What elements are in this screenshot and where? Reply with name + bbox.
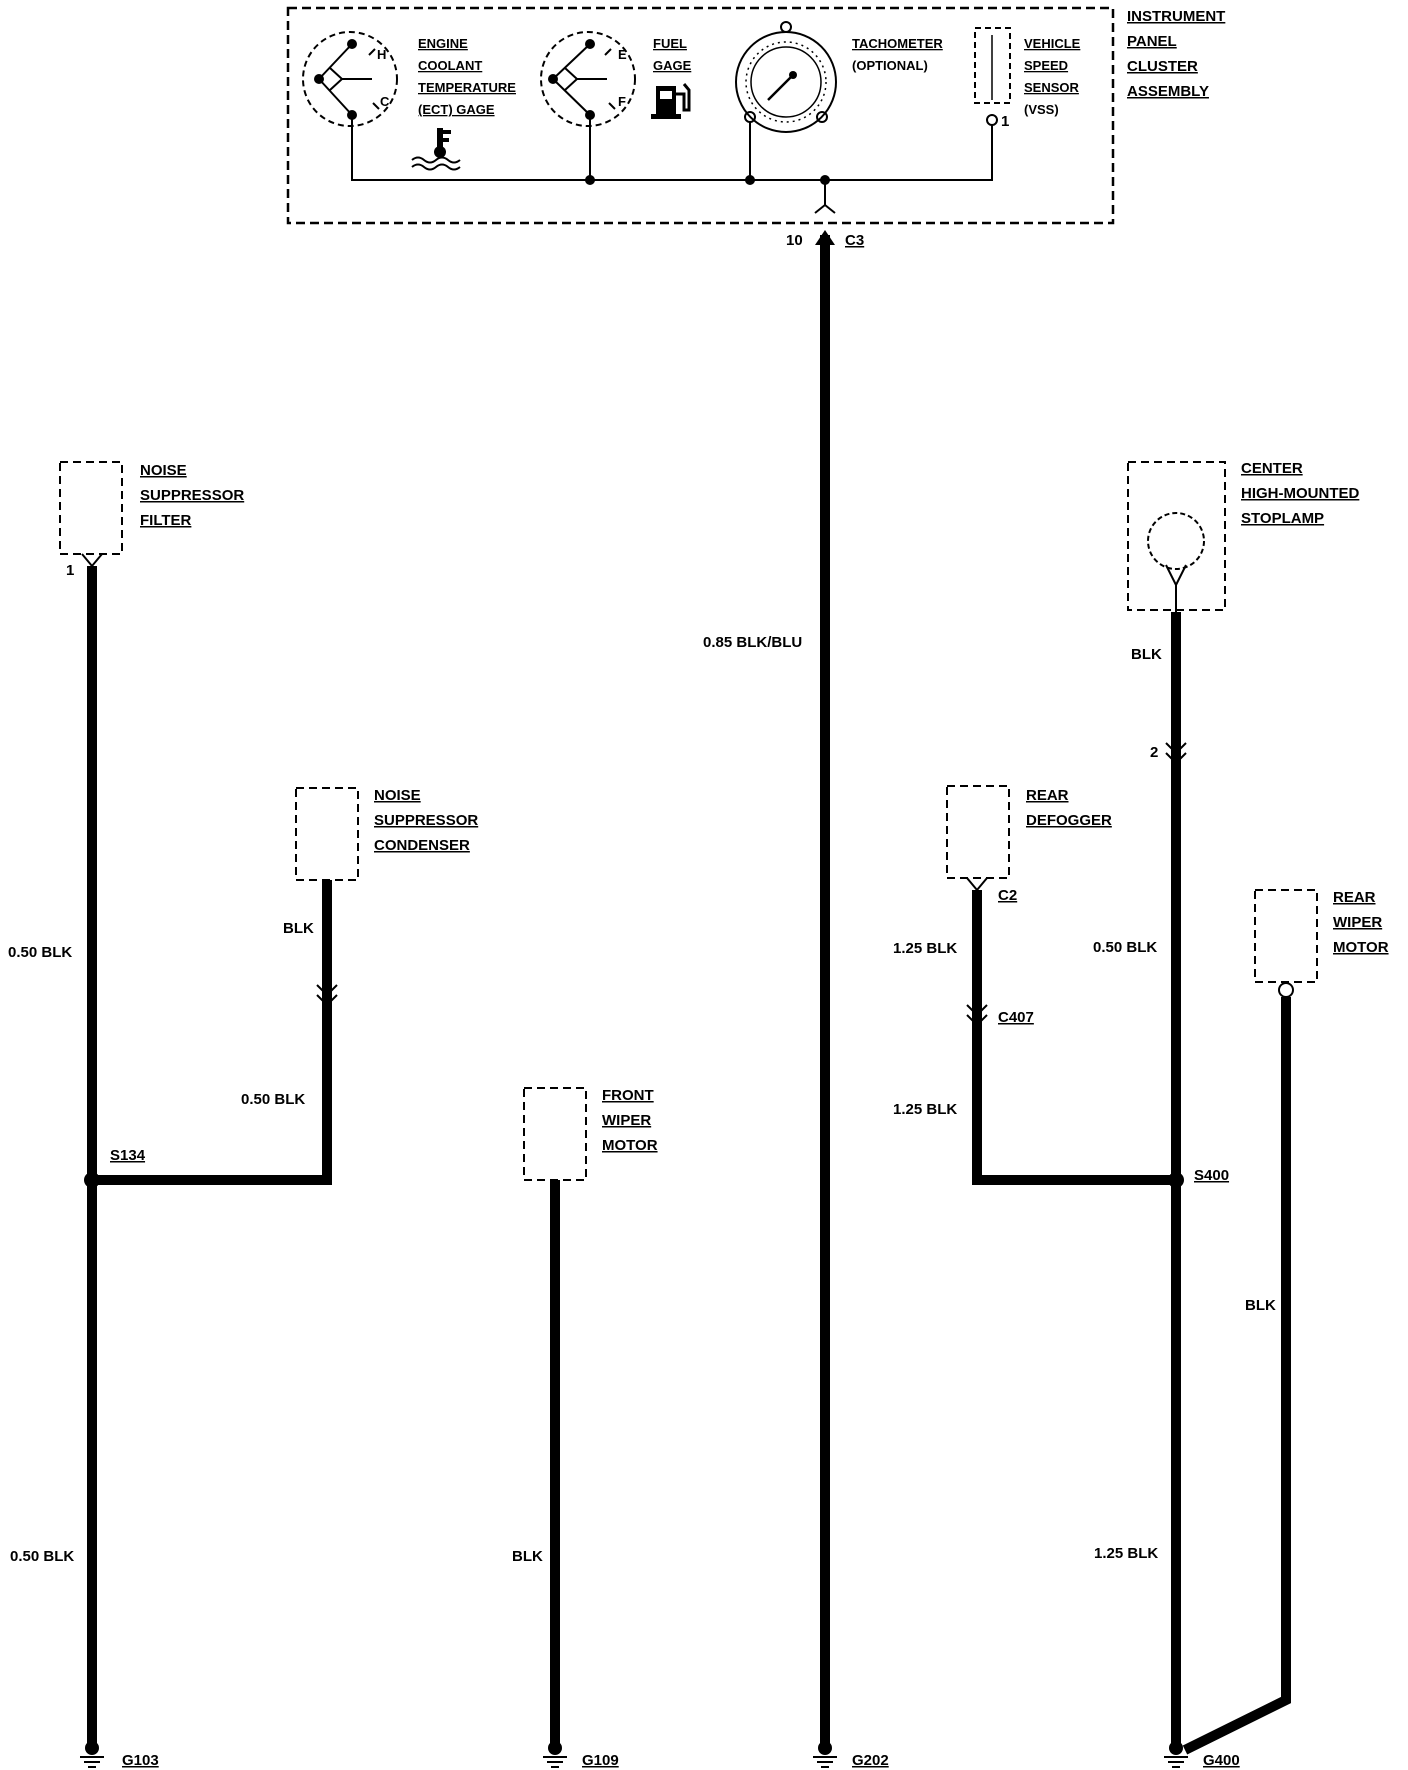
g103-label: G103 (122, 1752, 159, 1769)
chmsl-label-3: STOPLAMP (1241, 510, 1324, 527)
internal-ground-bus (351, 115, 993, 181)
front-wiper-label-1: FRONT (602, 1087, 654, 1104)
noise-condenser-box (295, 787, 359, 881)
ect-gage-icon: H C (302, 31, 398, 127)
rear-wiper-ground-wire (1182, 997, 1291, 1755)
fuel-full-mark: F (618, 94, 626, 109)
s400-splice (1168, 1172, 1184, 1188)
filter-wire-lower-label: 0.50 BLK (10, 1548, 74, 1565)
vss-label-3: SENSOR (1024, 80, 1080, 95)
noise-filter-label-3: FILTER (140, 512, 192, 529)
c3-connector-label: C3 (845, 232, 864, 249)
g400-label: G400 (1203, 1752, 1240, 1769)
noise-condenser-label-1: NOISE (374, 787, 421, 804)
condenser-inline-connector-icon (316, 984, 338, 1007)
noise-filter-box (59, 461, 123, 555)
condenser-wire-upper-label: BLK (283, 920, 314, 937)
front-wiper-wire-label: BLK (512, 1548, 543, 1565)
ect-label-4: (ECT) GAGE (418, 102, 495, 117)
defogger-wire-lower-label: 1.25 BLK (893, 1101, 957, 1118)
fuel-label-2: GAGE (653, 58, 692, 73)
s400-label: S400 (1194, 1167, 1229, 1184)
c2-connector-icon (966, 877, 988, 892)
filter-pin: 1 (66, 562, 74, 579)
rear-wiper-wire-label: BLK (1245, 1297, 1276, 1314)
front-wiper-box (523, 1087, 587, 1181)
defogger-ground-wire (972, 890, 1176, 1185)
rear-wiper-label-2: WIPER (1333, 914, 1382, 931)
s400-g400-wire-label: 1.25 BLK (1094, 1545, 1158, 1562)
ect-cold-mark: C (380, 94, 390, 109)
ect-label-1: ENGINE (418, 36, 468, 51)
vss-icon (974, 27, 1011, 126)
c2-label: C2 (998, 887, 1017, 904)
ipc-label-2: PANEL (1127, 33, 1177, 50)
instrument-panel-cluster: INSTRUMENT PANEL CLUSTER ASSEMBLY H C EN… (286, 6, 1225, 225)
tach-label-1: TACHOMETER (852, 36, 943, 51)
rear-wiper-label-3: MOTOR (1333, 939, 1389, 956)
chmsl-label-2: HIGH-MOUNTED (1241, 485, 1359, 502)
c407-connector-icon (966, 1004, 988, 1027)
chmsl-connector-icon (1165, 742, 1187, 765)
ect-hot-mark: H (377, 47, 386, 62)
c3-connector-icon (814, 180, 836, 214)
tach-label-2: (OPTIONAL) (852, 58, 928, 73)
g109-label: G109 (582, 1752, 619, 1769)
chmsl-label-1: CENTER (1241, 460, 1303, 477)
g202-ground-icon (813, 1741, 837, 1768)
g202-label: G202 (852, 1752, 889, 1769)
fuel-pump-icon (651, 83, 691, 119)
chmsl-pin: 2 (1150, 744, 1158, 761)
main-wire-label: 0.85 BLK/BLU (703, 634, 802, 651)
fuel-label-1: FUEL (653, 36, 687, 51)
ect-label-2: COOLANT (418, 58, 482, 73)
vss-pin: 1 (1001, 113, 1009, 130)
rear-defogger-label-1: REAR (1026, 787, 1069, 804)
g103-ground-icon (80, 1741, 104, 1768)
ect-label-3: TEMPERATURE (418, 80, 516, 95)
noise-filter-label-2: SUPPRESSOR (140, 487, 244, 504)
vss-label-4: (VSS) (1024, 102, 1059, 117)
g109-ground-icon (543, 1741, 567, 1768)
c407-label: C407 (998, 1009, 1034, 1026)
rear-wiper-label-1: REAR (1333, 889, 1376, 906)
rear-defogger-label-2: DEFOGGER (1026, 812, 1112, 829)
noise-filter-label-1: NOISE (140, 462, 187, 479)
noise-condenser-label-3: CONDENSER (374, 837, 470, 854)
rear-wiper-terminal-icon (1278, 982, 1294, 998)
tachometer-icon (735, 21, 837, 133)
chmsl-wire-upper-label: BLK (1131, 646, 1162, 663)
rear-defogger-box (946, 785, 1010, 879)
coolant-temperature-icon (411, 128, 461, 171)
fuel-empty-mark: E (618, 47, 627, 62)
c3-pin-number: 10 (786, 232, 803, 249)
ipc-label-4: ASSEMBLY (1127, 83, 1209, 100)
ipc-label-1: INSTRUMENT (1127, 8, 1225, 25)
noise-condenser-label-2: SUPPRESSOR (374, 812, 478, 829)
defogger-wire-upper-label: 1.25 BLK (893, 940, 957, 957)
condenser-wire-lower-label: 0.50 BLK (241, 1091, 305, 1108)
condenser-ground-wire (92, 880, 332, 1185)
vss-label-2: SPEED (1024, 58, 1068, 73)
fuel-gage-icon: E F (540, 31, 636, 127)
vss-label-1: VEHICLE (1024, 36, 1081, 51)
stoplamp-bulb-icon (1147, 512, 1205, 570)
ipc-label-3: CLUSTER (1127, 58, 1198, 75)
g400-ground-icon (1164, 1741, 1188, 1768)
filter-connector-icon (81, 553, 103, 568)
s134-label: S134 (110, 1147, 146, 1164)
rear-wiper-box (1254, 889, 1318, 983)
front-wiper-label-3: MOTOR (602, 1137, 658, 1154)
chmsl-wire-lower-label: 0.50 BLK (1093, 939, 1157, 956)
s134-splice (84, 1172, 100, 1188)
front-wiper-label-2: WIPER (602, 1112, 651, 1129)
filter-wire-upper-label: 0.50 BLK (8, 944, 72, 961)
